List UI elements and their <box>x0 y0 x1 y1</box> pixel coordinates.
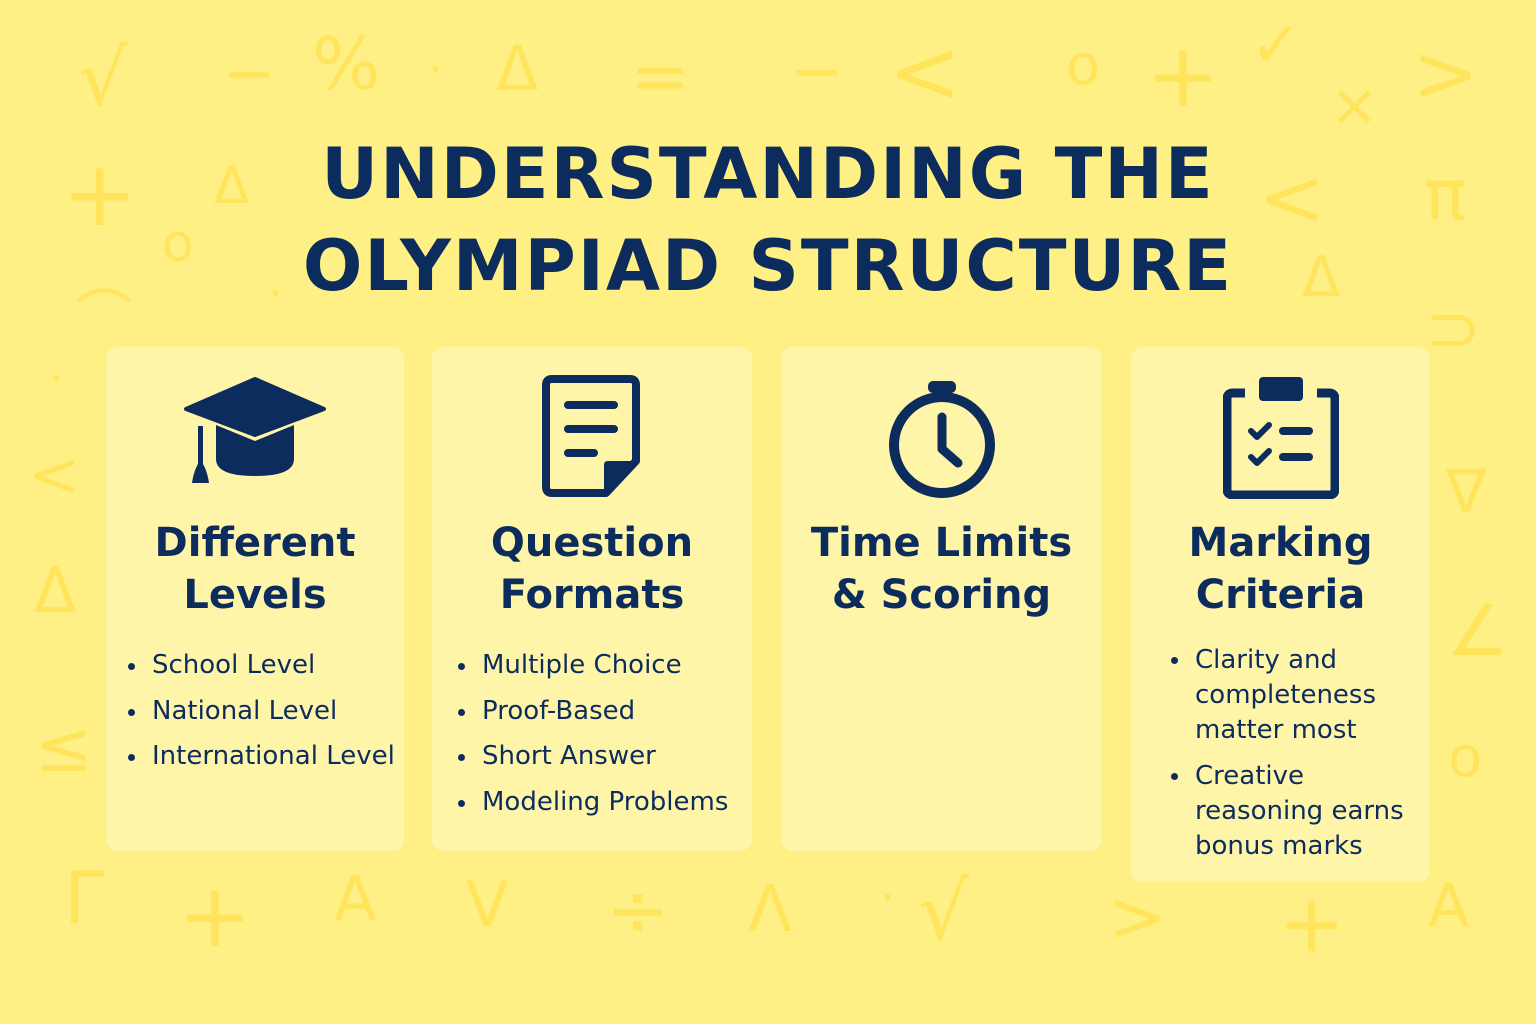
delta-symbol-icon: Δ <box>496 32 539 105</box>
circle-symbol-icon: o <box>1066 33 1101 98</box>
a-symbol-icon: A <box>1428 871 1470 941</box>
angle-symbol-icon: ∠ <box>1446 590 1509 672</box>
times-symbol-icon: × <box>1330 71 1379 139</box>
list-item: Short Answer <box>458 734 728 780</box>
list-item: Proof-Based <box>458 689 728 735</box>
list-item: Modeling Problems <box>458 780 728 826</box>
card-heading: Different Levels <box>154 520 356 618</box>
triangle-down-symbol-icon: ∇ <box>1446 457 1487 527</box>
minus-symbol-icon: − <box>790 35 844 109</box>
title-line-1: UNDERSTANDING THE <box>321 133 1215 215</box>
sqrt-symbol-icon: √ <box>918 865 969 958</box>
equals-symbol-icon: = <box>630 34 691 118</box>
card-different-levels: Different Levels School Level National L… <box>106 347 404 851</box>
page-title: UNDERSTANDING THE OLYMPIAD STRUCTURE <box>0 128 1536 312</box>
sqrt-symbol-icon: √ <box>78 34 128 124</box>
card-heading: Question Formats <box>490 520 694 618</box>
less-than-symbol-icon: < <box>888 20 962 123</box>
greater-than-symbol-icon: > <box>1108 876 1167 958</box>
list-item: Multiple Choice <box>458 643 728 689</box>
stopwatch-icon <box>886 379 998 501</box>
a-symbol-icon: A <box>334 862 377 935</box>
plus-symbol-icon: + <box>1146 24 1220 127</box>
title-line-2: OLYMPIAD STRUCTURE <box>302 225 1234 307</box>
card-question-formats: Question Formats Multiple Choice Proof-B… <box>432 347 752 851</box>
lambda-symbol-icon: Λ <box>748 873 792 947</box>
plus-symbol-icon: + <box>178 864 252 967</box>
divide-symbol-icon: ÷ <box>606 865 670 954</box>
list-item: Creative reasoning earns bonus marks <box>1171 759 1416 864</box>
dot-symbol-icon: · <box>428 42 444 98</box>
card-heading: Time Limits & Scoring <box>810 520 1073 618</box>
dot-symbol-icon: · <box>880 870 896 926</box>
levels-list: School Level National Level Internationa… <box>128 643 395 780</box>
card-marking-criteria: Marking Criteria Clarity and completenes… <box>1131 347 1430 882</box>
v-symbol-icon: V <box>466 868 509 941</box>
greater-than-symbol-icon: > <box>1412 27 1480 120</box>
list-item: National Level <box>128 689 395 735</box>
formats-list: Multiple Choice Proof-Based Short Answer… <box>458 643 728 825</box>
plus-symbol-icon: + <box>1278 877 1346 970</box>
clipboard-checklist-icon <box>1222 375 1339 500</box>
dot-symbol-icon: · <box>50 354 64 403</box>
less-equal-symbol-icon: ≤ <box>34 706 93 788</box>
less-than-symbol-icon: < <box>28 438 80 511</box>
document-icon <box>542 375 642 497</box>
graduation-cap-icon <box>182 377 328 487</box>
percent-symbol-icon: % <box>312 22 381 106</box>
check-symbol-icon: ✓ <box>1250 8 1302 81</box>
minus-symbol-icon: − <box>222 37 276 111</box>
gamma-symbol-icon: Γ <box>64 856 105 940</box>
delta-symbol-icon: Δ <box>34 554 77 627</box>
list-item: Clarity and completeness matter most <box>1171 643 1416 748</box>
card-heading: Marking Criteria <box>1188 520 1373 618</box>
circle-symbol-icon: o <box>1448 725 1483 790</box>
list-item: School Level <box>128 643 395 689</box>
list-item: International Level <box>128 734 395 780</box>
criteria-list: Clarity and completeness matter most Cre… <box>1171 643 1416 875</box>
card-time-limits-scoring: Time Limits & Scoring <box>781 347 1102 851</box>
